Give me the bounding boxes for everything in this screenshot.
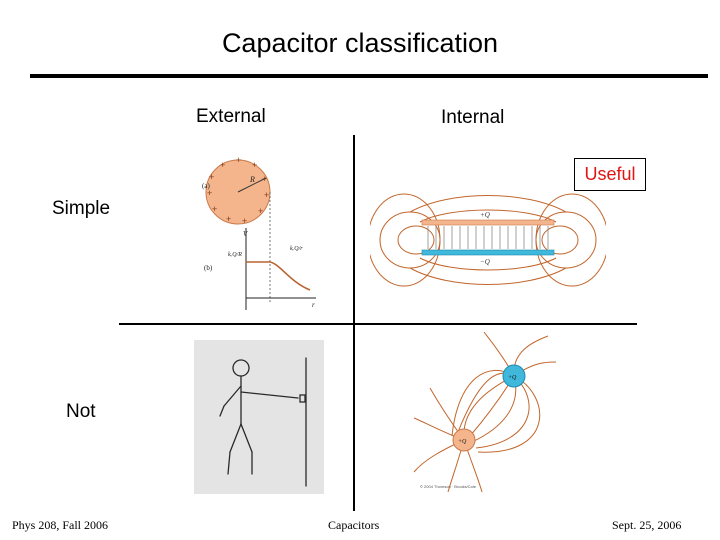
svg-text:+: + xyxy=(212,204,217,214)
outer-potential-label: kₑQ/r xyxy=(290,246,303,252)
r-axis-label: r xyxy=(312,301,315,309)
svg-text:+: + xyxy=(264,190,269,200)
column-header-external: External xyxy=(196,106,266,128)
svg-text:+: + xyxy=(209,172,214,182)
inner-potential-label: kₑQ/R xyxy=(228,252,242,258)
column-header-internal: Internal xyxy=(441,107,504,129)
slide-title: Capacitor classification xyxy=(0,28,720,59)
row-header-simple: Simple xyxy=(52,198,110,220)
stick-figure-sketch xyxy=(194,340,324,494)
svg-text:+: + xyxy=(252,160,257,170)
lower-charge-label: +Q xyxy=(458,439,467,445)
top-plate xyxy=(422,220,554,225)
svg-text:+: + xyxy=(226,214,231,224)
footer-course: Phys 208, Fall 2006 xyxy=(12,518,108,533)
figure-copyright: © 2004 Thomson · Brooks/Cole xyxy=(420,484,477,489)
panel-b-label: (b) xyxy=(204,264,213,272)
svg-text:+: + xyxy=(220,160,225,170)
v-axis-label: V xyxy=(243,230,248,238)
svg-text:+: + xyxy=(236,155,241,165)
horizontal-axis-divider xyxy=(119,323,637,325)
like-charges-field-figure: +Q +Q © 2004 Thomson · Brooks/Cole xyxy=(412,332,558,494)
footer-topic: Capacitors xyxy=(328,518,379,533)
parallel-plate-figure: +Q −Q xyxy=(370,186,606,294)
panel-a-label: (a) xyxy=(202,182,210,190)
title-underline xyxy=(30,74,708,78)
charged-sphere-figure: +++ +++ +++ ++ R (a) V r (b) kₑQ/R kₑQ/r xyxy=(198,152,320,320)
radius-label: R xyxy=(249,175,255,184)
row-header-not: Not xyxy=(66,401,96,423)
bottom-plate xyxy=(422,250,554,255)
plate-bottom-charge: −Q xyxy=(480,258,490,266)
plate-top-charge: +Q xyxy=(480,211,490,219)
useful-label-box: Useful xyxy=(574,158,646,191)
svg-text:+: + xyxy=(242,216,247,226)
svg-text:+: + xyxy=(258,206,263,216)
upper-charge-label: +Q xyxy=(508,375,517,381)
footer-date: Sept. 25, 2006 xyxy=(612,518,681,533)
